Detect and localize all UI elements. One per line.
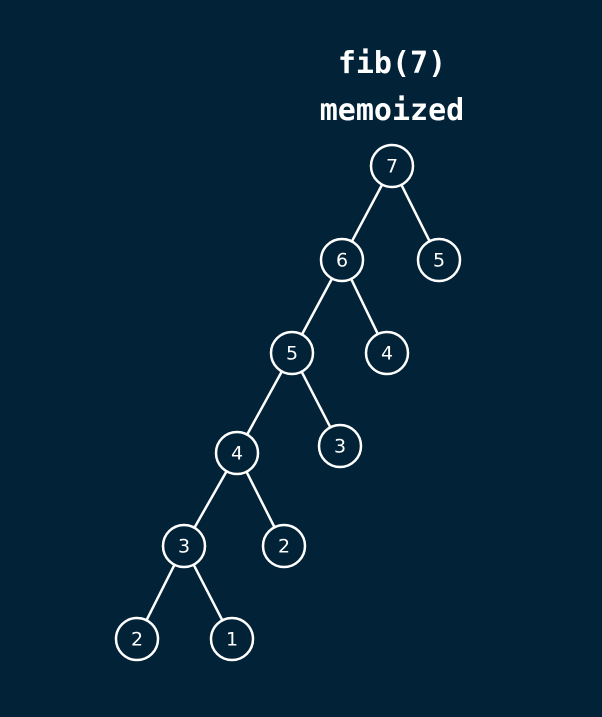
tree-node-label: 5 (286, 343, 298, 365)
tree-node-n3r: 3 (317, 423, 363, 469)
tree-node-n2r: 2 (261, 523, 307, 569)
tree-node-circle (161, 523, 207, 569)
tree-nodes: 7 6 5 5 4 4 3 3 2 2 1 (114, 143, 462, 662)
tree-edge-n4-n2r (245, 470, 276, 529)
tree-node-n2: 2 (114, 616, 160, 662)
tree-edge-n3-n2 (145, 563, 176, 622)
tree-node-circle (214, 430, 260, 476)
tree-node-n1: 1 (209, 616, 255, 662)
diagram-title-subtitle: memoized (319, 93, 465, 128)
tree-node-circle (364, 330, 410, 376)
tree-node-n7: 7 (369, 143, 415, 189)
tree-edge-n3-n1 (192, 563, 224, 622)
tree-node-label: 2 (278, 536, 290, 558)
tree-node-n4: 4 (214, 430, 260, 476)
tree-node-n5: 5 (269, 330, 315, 376)
tree-edge-n7-n6 (350, 183, 384, 243)
tree-node-circle (209, 616, 255, 662)
tree-edge-n6-n5 (300, 277, 334, 336)
tree-edge-n5-n3r (300, 370, 332, 429)
tree-node-label: 4 (381, 343, 393, 365)
tree-node-label: 6 (336, 250, 348, 272)
tree-node-label: 3 (178, 536, 190, 558)
tree-node-label: 5 (433, 250, 445, 272)
tree-node-n6: 6 (319, 237, 365, 283)
tree-edge-n5-n4 (245, 370, 284, 436)
tree-node-n4r: 4 (364, 330, 410, 376)
tree-edge-n6-n4r (349, 277, 380, 336)
tree-node-circle (317, 423, 363, 469)
tree-node-n3: 3 (161, 523, 207, 569)
tree-node-circle (416, 237, 462, 283)
diagram-title-function: fib(7) (337, 46, 447, 81)
tree-node-circle (114, 616, 160, 662)
tree-node-circle (319, 237, 365, 283)
tree-edge-n7-n5r (400, 183, 431, 243)
tree-node-circle (261, 523, 307, 569)
tree-node-circle (269, 330, 315, 376)
tree-node-circle (369, 143, 415, 189)
tree-edge-n4-n3 (193, 469, 228, 530)
tree-node-label: 1 (226, 629, 238, 651)
tree-node-label: 4 (231, 443, 243, 465)
tree-node-label: 7 (386, 156, 398, 178)
tree-node-n5r: 5 (416, 237, 462, 283)
tree-node-label: 3 (334, 436, 346, 458)
tree-edges (145, 183, 431, 622)
tree-node-label: 2 (131, 629, 143, 651)
